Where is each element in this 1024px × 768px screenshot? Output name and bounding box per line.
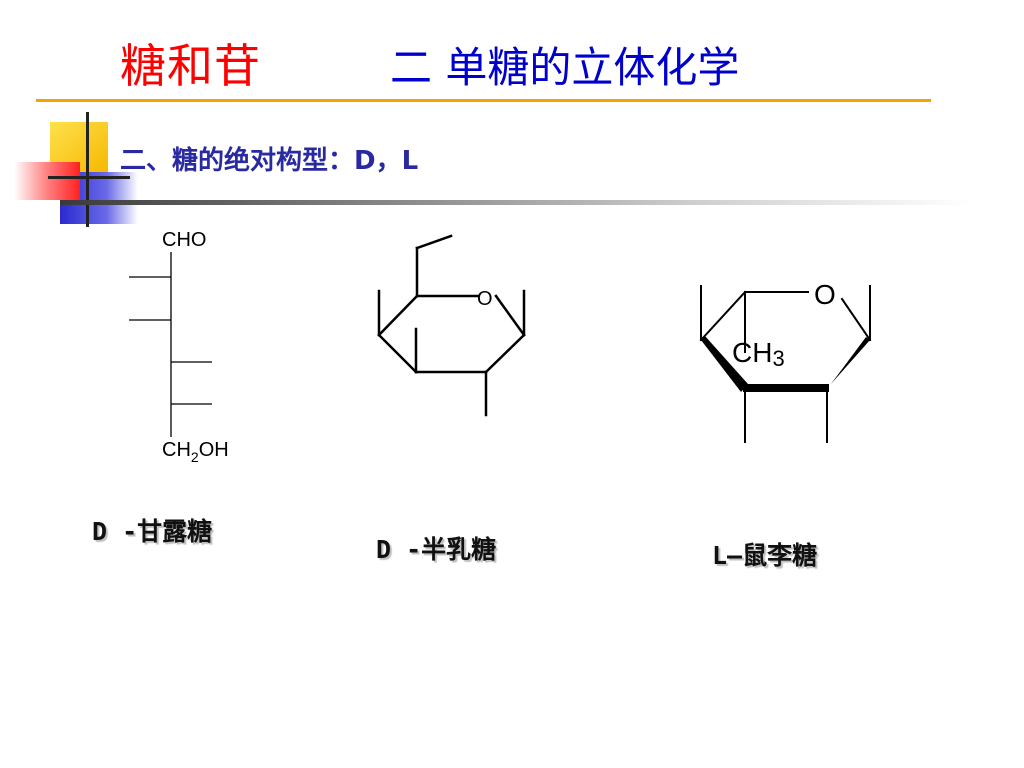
galactose-chair-structure: O — [377, 234, 526, 417]
rhamnose-ring-oxygen: O — [814, 279, 836, 310]
slide-title-left: 糖和苷 — [120, 39, 261, 93]
rhamnose-methyl-label: CH3 — [732, 337, 785, 371]
title-underline — [36, 99, 931, 102]
slide-title-right: 二 单糖的立体化学 — [390, 43, 740, 92]
galactose-ring-oxygen: O — [477, 288, 493, 310]
mannose-fischer-projection: CHO CH2OH — [129, 229, 229, 465]
caption-d-mannose: D -甘露糖 — [92, 517, 213, 546]
mannose-bottom-group: CH2OH — [162, 439, 229, 465]
subtitle-divider — [60, 200, 970, 205]
rhamnose-chair-structure: O CH3 — [699, 279, 872, 443]
caption-d-galactose: D -半乳糖 — [376, 535, 497, 564]
caption-l-rhamnose: L—鼠李糖 — [712, 541, 818, 570]
section-subtitle: 二、糖的绝对构型：D，L — [120, 146, 419, 176]
mannose-top-group: CHO — [162, 229, 206, 251]
corner-decoration — [0, 0, 140, 230]
